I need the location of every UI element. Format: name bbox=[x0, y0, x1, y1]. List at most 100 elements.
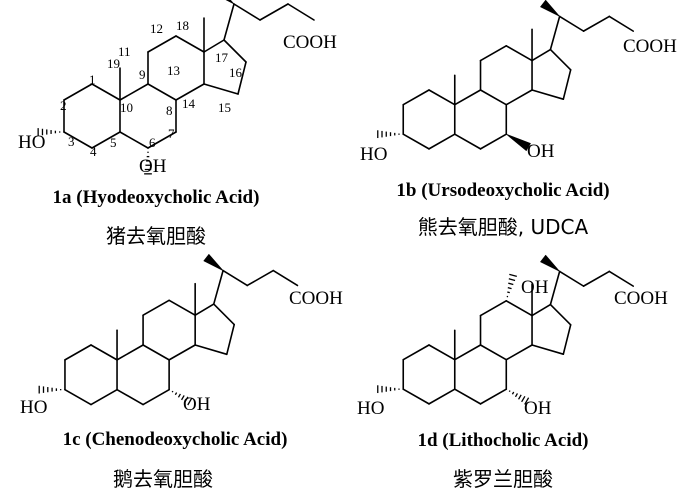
bond-1c-C15-C16 bbox=[225, 323, 236, 356]
bond-1a-C23-C24 bbox=[287, 3, 315, 21]
bond-1b-C3-C4 bbox=[402, 133, 430, 150]
bond-1a-C4-C5 bbox=[91, 131, 121, 149]
hash-stroke bbox=[508, 390, 511, 393]
bond-1d-C22-C23 bbox=[582, 270, 611, 287]
bond-1b-C1-C2 bbox=[402, 89, 430, 106]
hydroxyl-label-1b-c7: OH bbox=[527, 141, 555, 162]
bond-1b-C11-C12 bbox=[479, 45, 508, 62]
bond-1d-C11-C12 bbox=[479, 300, 508, 317]
locant-15: 15 bbox=[218, 100, 231, 115]
locant-8: 8 bbox=[166, 103, 173, 118]
locant-7: 7 bbox=[168, 126, 175, 141]
bond-1b-C14-C8 bbox=[505, 89, 533, 106]
bond-layer bbox=[37, 0, 635, 406]
bond-1a-C15-C16 bbox=[237, 61, 247, 95]
bond-1c-C16-C17 bbox=[212, 303, 236, 326]
hydroxyl-label-1c-c3: HO bbox=[20, 397, 47, 418]
oh-hash-1d-C3 bbox=[377, 385, 400, 394]
bond-1b-C22-C23 bbox=[582, 15, 611, 32]
bond-1a-C20-C22 bbox=[233, 3, 261, 21]
hash-stroke bbox=[171, 390, 174, 393]
chinese-name-1c: 鹅去氧胆酸 bbox=[113, 467, 213, 491]
bond-1c-C14-C8 bbox=[168, 344, 196, 361]
bond-1a-C17-C13 bbox=[203, 39, 225, 53]
hydroxyl-label-1a-c3: HO bbox=[18, 132, 45, 153]
acid-group-label-1c: COOH bbox=[289, 288, 343, 309]
bond-1d-C9-C8 bbox=[479, 344, 508, 361]
bond-1a-C7-C6 bbox=[147, 131, 177, 149]
bond-1a-C14-C15 bbox=[203, 83, 239, 95]
methyl-wedge-1a-c21 bbox=[225, 0, 235, 5]
locant-1: 1 bbox=[89, 72, 96, 87]
bond-1a-C6-C5 bbox=[119, 131, 149, 149]
bond-1a-C17-C20 bbox=[223, 3, 235, 41]
bond-1c-C11-C12 bbox=[142, 299, 170, 317]
hydroxyl-label-1d-c3: HO bbox=[357, 398, 384, 419]
bond-1d-C20-C22 bbox=[558, 270, 585, 287]
locant-18: 18 bbox=[176, 18, 189, 33]
bond-1d-C6-C5 bbox=[453, 388, 482, 405]
chinese-name-1b: 熊去氧胆酸, UDCA bbox=[418, 215, 589, 239]
bond-1d-C3-C4 bbox=[402, 388, 430, 405]
bond-1b-C17-C13 bbox=[531, 48, 552, 62]
locant-9: 9 bbox=[139, 67, 146, 82]
bond-1a-C10-C9 bbox=[119, 83, 149, 101]
bond-1c-C4-C5 bbox=[90, 388, 118, 406]
bond-1a-C1-C2 bbox=[63, 83, 93, 101]
chinese-name-1d: 紫罗兰胆酸 bbox=[453, 467, 553, 491]
locant-14: 14 bbox=[182, 96, 196, 111]
acid-group-label-1d: COOH bbox=[614, 288, 668, 309]
bond-1d-C23-C24 bbox=[608, 270, 635, 287]
bond-1a-C10-C1 bbox=[91, 83, 121, 101]
bond-1b-C16-C17 bbox=[549, 48, 572, 71]
locant-10: 10 bbox=[120, 100, 133, 115]
locant-13: 13 bbox=[167, 63, 180, 78]
bond-1d-C4-C5 bbox=[428, 388, 456, 405]
methyl-wedge-1d-c21 bbox=[540, 254, 560, 272]
bond-1a-C3-C4 bbox=[63, 131, 93, 149]
hash-stroke bbox=[514, 393, 519, 398]
bond-1b-C17-C20 bbox=[549, 15, 561, 51]
locant-12: 12 bbox=[150, 21, 163, 36]
bond-1d-C17-C20 bbox=[549, 270, 561, 306]
hash-stroke bbox=[521, 395, 526, 403]
oh-hash-1d-C12 bbox=[506, 273, 517, 298]
acid-group-label-1b: COOH bbox=[623, 36, 677, 57]
bond-1c-C20-C22 bbox=[222, 269, 249, 287]
oh-hash-1d-C7 bbox=[508, 390, 530, 405]
hash-stroke bbox=[524, 397, 530, 405]
oh-hash-1c-C3 bbox=[38, 385, 62, 394]
hash-stroke bbox=[507, 291, 510, 294]
acid-group-label-1a: COOH bbox=[283, 32, 337, 53]
hydroxyl-label-1d-c12: OH bbox=[521, 277, 549, 298]
bond-1b-C7-C6 bbox=[479, 133, 508, 150]
methyl-wedge-1b-c21 bbox=[540, 0, 560, 17]
bond-1c-C22-C23 bbox=[246, 269, 275, 287]
bond-1a-C11-C12 bbox=[147, 35, 177, 53]
hash-stroke bbox=[508, 282, 514, 286]
hash-stroke bbox=[508, 278, 516, 282]
hydroxyl-label-1a-c6: OH bbox=[139, 156, 167, 177]
locant-6: 6 bbox=[149, 135, 156, 150]
hash-stroke bbox=[180, 395, 185, 401]
hydroxyl-label-1c-c7: OH bbox=[183, 394, 211, 415]
bond-1c-C7-C6 bbox=[142, 388, 170, 406]
hash-stroke bbox=[187, 397, 193, 406]
locant-17: 17 bbox=[215, 50, 229, 65]
bond-1a-C22-C23 bbox=[259, 3, 289, 21]
hash-stroke bbox=[174, 392, 178, 396]
bond-1c-C1-C2 bbox=[64, 344, 92, 361]
compound-name-1b: 1b (Ursodeoxycholic Acid) bbox=[396, 180, 609, 201]
bond-1a-C14-C8 bbox=[175, 83, 205, 101]
hash-stroke bbox=[509, 273, 517, 277]
bond-1d-C1-C2 bbox=[402, 344, 430, 361]
locant-16: 16 bbox=[229, 65, 243, 80]
compound-name-1c: 1c (Chenodeoxycholic Acid) bbox=[63, 429, 288, 450]
locant-2: 2 bbox=[60, 98, 67, 113]
oh-hash-1a-C3 bbox=[37, 128, 61, 136]
bond-1c-C23-C24 bbox=[272, 269, 299, 287]
bond-1c-C6-C5 bbox=[116, 388, 144, 406]
bond-1d-C10-C9 bbox=[453, 344, 482, 361]
oh-wedge-1b-C7 bbox=[505, 133, 531, 151]
